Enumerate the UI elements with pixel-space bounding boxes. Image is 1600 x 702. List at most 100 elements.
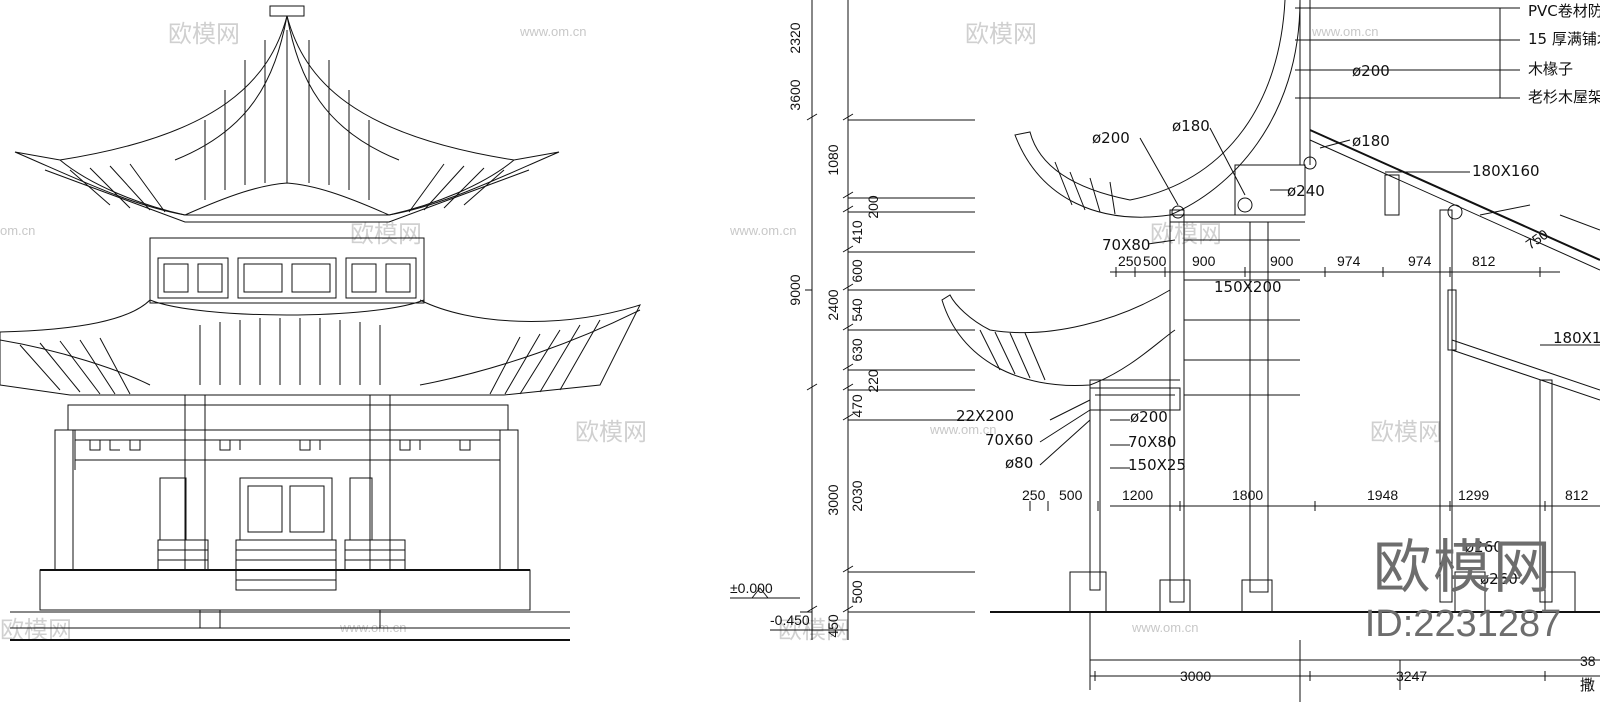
- watermark-url: www.om.cn: [729, 223, 796, 238]
- elevation-base: -0.450: [770, 612, 810, 628]
- pavilion-section: [941, 0, 1600, 702]
- brand-id: ID:2231287: [1364, 603, 1562, 645]
- watermark-url: www.om.cn: [1131, 620, 1198, 635]
- watermark-url: www.om.cn: [929, 422, 996, 437]
- roof-finial: [269, 5, 305, 17]
- dim-upper-row: 900: [1192, 253, 1216, 269]
- member-label: 180X16: [1553, 329, 1600, 347]
- brick-wall: [235, 539, 337, 591]
- brick-wall: [344, 539, 406, 571]
- column: [54, 429, 74, 571]
- side-window: [349, 477, 373, 541]
- member-label: 150X25: [1128, 456, 1186, 474]
- column: [499, 429, 519, 571]
- dim-upper-1080: 1080: [825, 144, 841, 175]
- dim-upper-2320: 2320: [787, 22, 803, 53]
- pavilion-elevation: [0, 5, 641, 641]
- roof-note: 老杉木屋架: [1528, 88, 1600, 106]
- dim-inner: 470: [849, 394, 865, 418]
- dim-inner: 200: [865, 195, 881, 219]
- watermark-text: 欧模网: [575, 418, 647, 446]
- member-label: ø200: [1092, 129, 1130, 147]
- upper-roof-left: [14, 15, 288, 216]
- dim-lower-row: 500: [1059, 487, 1083, 503]
- dim-lower-row: 250: [1022, 487, 1046, 503]
- member-label: 70X80: [1128, 433, 1176, 451]
- dim-bottom-side: 撒: [1580, 676, 1595, 694]
- watermark-text: 欧模网: [350, 220, 422, 248]
- member-label: 22X200: [956, 407, 1014, 425]
- platform: [39, 569, 531, 611]
- watermark-url: www.om.cn: [1311, 24, 1378, 39]
- post: [1439, 209, 1453, 603]
- dim-lower-row: 812: [1565, 487, 1589, 503]
- dim-upper-row: 974: [1337, 253, 1361, 269]
- dim-inner: 500: [849, 580, 865, 604]
- dim-inner: 630: [849, 338, 865, 362]
- watermark-text: 欧模网: [965, 20, 1037, 48]
- member-label: ø260: [1480, 570, 1518, 588]
- dim-inner: 600: [849, 259, 865, 283]
- dim-upper-row: 812: [1472, 253, 1496, 269]
- column: [369, 394, 391, 571]
- post: [1539, 379, 1553, 603]
- brick-wall: [157, 539, 209, 571]
- brand-watermark: 欧模网 ID:2231287: [1338, 532, 1588, 646]
- center-window: [239, 477, 333, 541]
- upper-roof-right: [286, 15, 560, 216]
- dim-lower-row: 1800: [1232, 487, 1263, 503]
- dim-upper-row: 250: [1118, 253, 1142, 269]
- dim-bottom-row: 3247: [1396, 668, 1427, 684]
- watermark-text: 欧模网: [168, 20, 240, 48]
- member-label: 750: [1523, 226, 1551, 253]
- dim-total-9000: 9000: [787, 274, 803, 305]
- member-label: ø180: [1352, 132, 1390, 150]
- dim-inner: 2030: [849, 480, 865, 511]
- dim-base-450: 450: [825, 614, 841, 638]
- section-upper-roof: [1014, 0, 1301, 218]
- column: [184, 394, 206, 571]
- member-label: ø180: [1172, 117, 1210, 135]
- dim-lower-row: 1299: [1458, 487, 1489, 503]
- member-label: 70X80: [1102, 236, 1150, 254]
- dim-mid-2400: 2400: [825, 289, 841, 320]
- dim-upper-row: 500: [1143, 253, 1167, 269]
- post: [1169, 209, 1185, 603]
- horizontal-dimensions: 250 500 900 900 974 974 812 250 500 1200…: [1022, 253, 1600, 694]
- dim-lower-row: 1200: [1122, 487, 1153, 503]
- member-label: ø200: [1352, 62, 1390, 80]
- watermark-text: 欧模网: [1370, 418, 1442, 446]
- dim-lower-3000: 3000: [825, 484, 841, 515]
- dim-upper-row: 974: [1408, 253, 1432, 269]
- member-label: 150X200: [1214, 278, 1282, 296]
- lintel-band: [67, 404, 509, 431]
- roof-note: 木椽子: [1528, 60, 1573, 78]
- elevation-ground: ±0.000: [730, 580, 773, 596]
- dim-bottom-row: 3000: [1180, 668, 1211, 684]
- upper-drum: [149, 237, 425, 304]
- watermark-url: om.cn: [0, 223, 35, 238]
- member-label: ø240: [1287, 182, 1325, 200]
- post: [1249, 221, 1269, 593]
- lattice-window: [237, 257, 337, 299]
- member-label: 180X160: [1472, 162, 1540, 180]
- member-callouts: ø200 ø200 ø180 ø180 ø240 180X160 70X80 1…: [956, 62, 1600, 588]
- lattice-window: [345, 257, 417, 299]
- dim-upper-3600: 3600: [787, 79, 803, 110]
- dim-inner: 540: [849, 298, 865, 322]
- member-label: 70X60: [985, 431, 1033, 449]
- watermark-text: 欧模网: [1150, 220, 1222, 248]
- brand-name: 欧模网: [1372, 533, 1553, 601]
- dim-bottom-side: 38: [1580, 653, 1596, 669]
- member-label: ø80: [1005, 454, 1033, 472]
- dim-inner: 220: [865, 369, 881, 393]
- vertical-dimensions: 2320 3600 1080 9000 2400 3000 450 200 41…: [730, 0, 975, 640]
- lower-roof: [0, 299, 641, 396]
- watermarks: 欧模网 www.om.cn 欧模网 www.om.cn om.cn 欧模网 ww…: [0, 20, 1442, 644]
- side-window: [159, 477, 187, 541]
- roof-note: PVC卷材防水: [1528, 2, 1600, 20]
- dim-lower-row: 1948: [1367, 487, 1398, 503]
